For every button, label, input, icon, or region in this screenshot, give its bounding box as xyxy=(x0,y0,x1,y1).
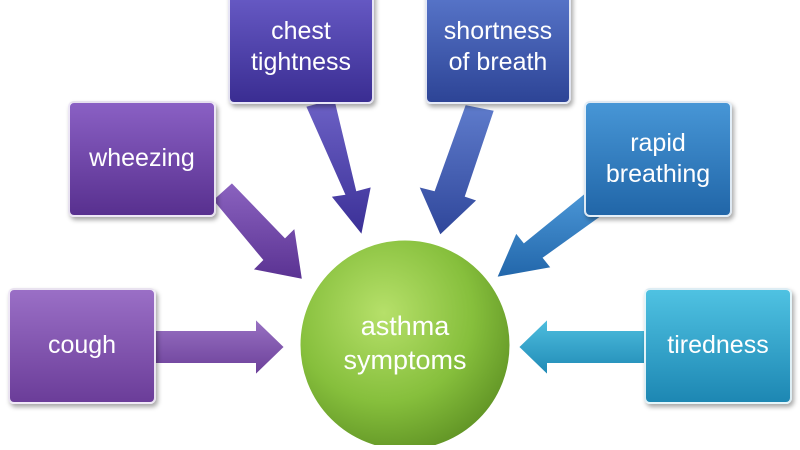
symptom-tiredness-line-1: tiredness xyxy=(667,331,769,360)
symptom-rapid-breathing-line-2: breathing xyxy=(605,160,711,188)
arrow-chest-tightness xyxy=(303,96,374,239)
symptom-cough-line-1: cough xyxy=(47,331,117,360)
arrow-cough xyxy=(154,315,287,379)
symptom-shortness-of-breath-line-1: shortness xyxy=(443,16,553,45)
symptom-box-tiredness: tiredness xyxy=(644,288,792,404)
arrow-rapid-breathing xyxy=(494,188,610,280)
symptom-box-cough: cough xyxy=(8,288,156,404)
symptom-chest-tightness-line-2: tightness xyxy=(250,48,352,76)
arrow-shortness-of-breath xyxy=(416,102,497,238)
arrow-tiredness xyxy=(516,315,646,379)
symptom-rapid-breathing-line-1: rapid xyxy=(630,128,686,157)
arrow-wheezing xyxy=(210,180,305,282)
center-line-1: asthma xyxy=(360,311,450,342)
symptom-shortness-of-breath-line-2: of breath xyxy=(448,48,548,76)
center-label: asthma symptoms xyxy=(297,238,513,450)
symptom-box-chest-tightness: chest tightness xyxy=(228,0,374,104)
symptom-wheezing-line-1: wheezing xyxy=(89,144,195,173)
center-line-2: symptoms xyxy=(343,345,467,375)
symptom-box-wheezing: wheezing xyxy=(68,101,216,217)
symptom-box-rapid-breathing: rapid breathing xyxy=(584,101,732,217)
symptom-chest-tightness-line-1: chest xyxy=(271,16,331,45)
symptom-box-shortness-of-breath: shortness of breath xyxy=(425,0,571,104)
center-circle xyxy=(297,237,513,445)
